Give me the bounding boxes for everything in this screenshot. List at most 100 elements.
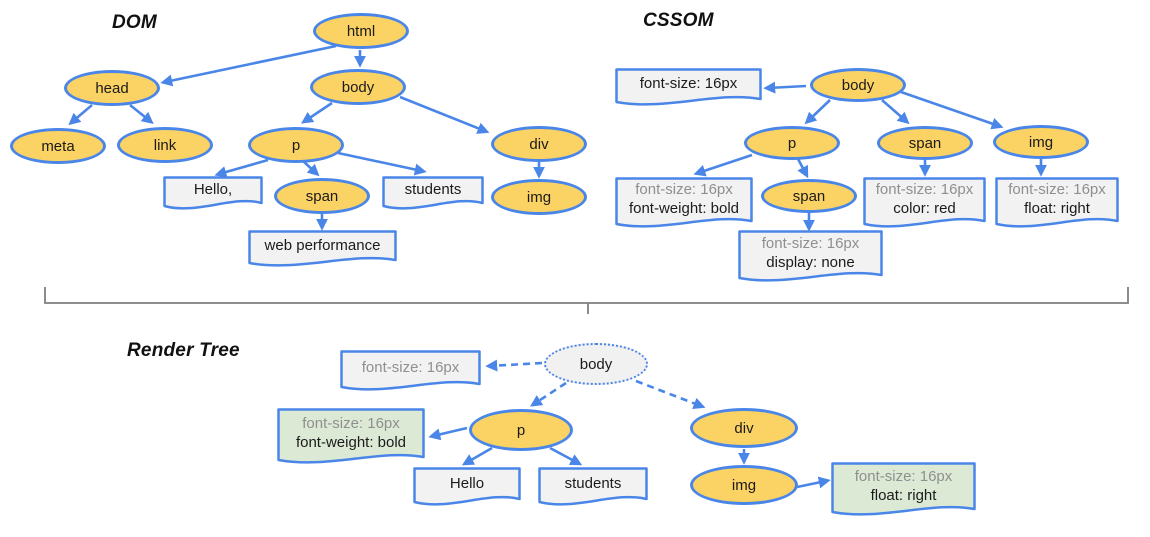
cssom-node-body: body xyxy=(810,68,906,102)
arrow-cssom-body-img xyxy=(900,90,1004,130)
arrow-dom-p-span xyxy=(302,160,320,177)
note-shape xyxy=(615,177,753,228)
cssom-node-span: span xyxy=(877,126,973,160)
arrow-dom-html-head xyxy=(160,44,337,87)
arrow-cssom-p-note xyxy=(693,153,753,177)
cssom-node-span-child: span xyxy=(761,179,857,213)
node-label: img xyxy=(731,476,757,494)
arrow-render-body-note xyxy=(485,359,543,372)
render-note-img: font-size: 16px float: right xyxy=(831,462,976,518)
node-label: div xyxy=(529,135,549,153)
arrow-render-p-students xyxy=(549,446,583,466)
node-label: span xyxy=(792,187,826,205)
dom-note-web-performance: web performance xyxy=(248,230,397,269)
node-label: span xyxy=(908,134,942,152)
note-line: font-size: 16px xyxy=(639,75,738,93)
dom-note-students: students xyxy=(382,176,484,212)
node-label: div xyxy=(734,419,754,437)
note-shape xyxy=(738,230,883,282)
node-label: body xyxy=(341,78,375,96)
cssom-note-p: font-size: 16px font-weight: bold xyxy=(615,177,753,230)
arrow-render-p-note xyxy=(428,426,468,441)
note-line: web performance xyxy=(264,236,381,254)
node-label: img xyxy=(526,188,552,206)
note-line: students xyxy=(564,474,622,492)
arrow-dom-body-p xyxy=(301,101,333,124)
note-line: font-size: 16px xyxy=(875,181,974,199)
render-node-img: img xyxy=(690,465,798,505)
note-shape xyxy=(615,68,762,106)
render-node-div: div xyxy=(690,408,798,448)
node-label: p xyxy=(787,134,797,152)
cssom-note-span: font-size: 16px color: red xyxy=(863,177,986,230)
node-label: meta xyxy=(41,137,75,155)
arrow-dom-p-hello xyxy=(214,158,269,178)
node-label: head xyxy=(95,79,129,97)
node-label: p xyxy=(516,421,526,439)
node-label: body xyxy=(579,355,613,373)
arrow-dom-head-meta xyxy=(68,104,93,126)
dom-node-span: span xyxy=(274,178,370,214)
note-line: font-size: 16px xyxy=(1008,181,1106,199)
node-label: p xyxy=(291,136,301,154)
dom-node-div: div xyxy=(491,126,587,162)
note-shape xyxy=(340,350,481,391)
render-node-p: p xyxy=(469,409,573,451)
cssom-node-p: p xyxy=(744,126,840,160)
dom-node-meta: meta xyxy=(10,128,106,164)
note-line: font-size: 16px xyxy=(761,234,860,252)
arrow-cssom-body-span xyxy=(881,99,910,125)
render-note-hello: Hello xyxy=(413,467,521,508)
note-line: display: none xyxy=(766,253,855,271)
node-label: link xyxy=(153,136,177,154)
node-label: html xyxy=(346,22,376,40)
note-line: Hello, xyxy=(193,181,233,199)
note-line: color: red xyxy=(893,200,956,217)
note-line: font-size: 16px xyxy=(854,467,953,485)
dom-node-img: img xyxy=(491,179,587,215)
cssom-title: CSSOM xyxy=(643,10,714,31)
arrow-render-p-hello xyxy=(461,446,493,466)
note-shape xyxy=(995,177,1119,228)
cssom-note-body: font-size: 16px xyxy=(615,68,762,108)
arrow-render-body-div xyxy=(635,379,706,410)
dom-node-p: p xyxy=(248,127,344,163)
node-label: img xyxy=(1028,133,1054,151)
note-shape xyxy=(163,176,263,210)
render-node-body: body xyxy=(544,343,648,385)
arrow-dom-body-div xyxy=(399,95,490,134)
node-label: span xyxy=(305,187,339,205)
cssom-note-img: font-size: 16px float: right xyxy=(995,177,1119,230)
note-shape xyxy=(248,230,397,267)
note-line: float: right xyxy=(870,486,937,504)
cssom-note-span-child: font-size: 16px display: none xyxy=(738,230,883,284)
note-line: Hello xyxy=(449,474,485,492)
arrow-render-img-note xyxy=(796,476,831,489)
arrow-render-body-p xyxy=(530,381,567,407)
dom-node-html: html xyxy=(313,13,409,49)
dom-node-link: link xyxy=(117,127,213,163)
arrow-cssom-body-note xyxy=(763,81,807,94)
arrow-dom-p-students xyxy=(337,151,427,176)
dom-node-head: head xyxy=(64,70,160,106)
note-line: font-size: 16px xyxy=(302,414,400,432)
note-shape xyxy=(863,177,986,228)
note-line: font-size: 16px xyxy=(635,181,733,199)
note-shape xyxy=(538,467,648,506)
note-shape xyxy=(413,467,521,506)
note-line: font-weight: bold xyxy=(628,200,740,217)
render-note-body: font-size: 16px xyxy=(340,350,481,393)
dom-title: DOM xyxy=(112,12,157,33)
arrow-cssom-body-p xyxy=(804,99,831,125)
note-line: font-size: 16px xyxy=(361,358,460,376)
merge-bracket-line xyxy=(44,287,1129,314)
render-note-p: font-size: 16px font-weight: bold xyxy=(277,408,425,466)
note-line: students xyxy=(404,181,462,199)
note-line: font-weight: bold xyxy=(295,433,407,451)
node-label: body xyxy=(841,76,875,94)
cssom-node-img: img xyxy=(993,125,1089,159)
dom-node-body: body xyxy=(310,69,406,105)
render-note-students: students xyxy=(538,467,648,508)
